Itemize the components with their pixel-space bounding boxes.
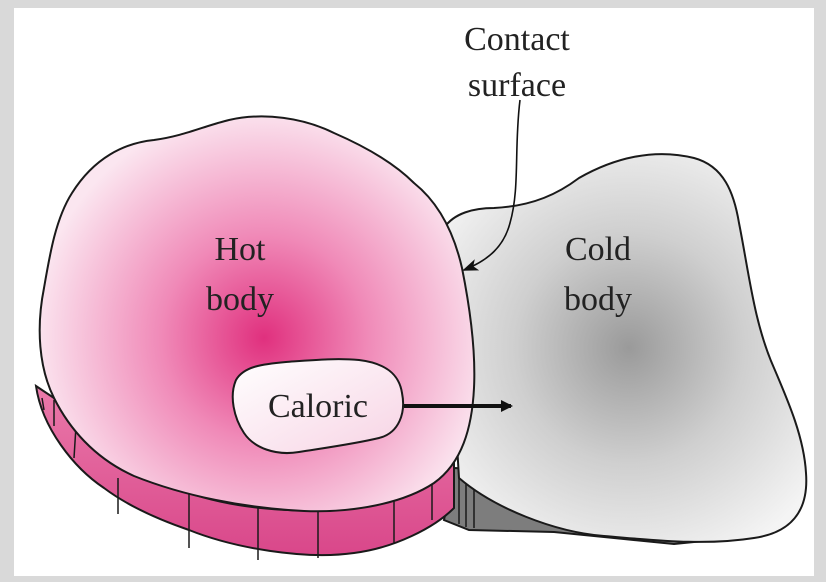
diagram-canvas: Contact surface Hot body Cold body Calor…: [14, 8, 814, 576]
cold-body-label-line2: body: [564, 281, 632, 318]
cold-body-label-line1: Cold: [565, 231, 631, 268]
cold-body-shape: [444, 154, 806, 542]
caloric-diagram: Contact surface Hot body Cold body Calor…: [14, 8, 814, 576]
contact-surface-label-line2: surface: [468, 67, 566, 104]
hot-body-label-line1: Hot: [215, 231, 267, 268]
caloric-label: Caloric: [268, 388, 368, 425]
hot-body-label-line2: body: [206, 281, 274, 318]
contact-surface-label-line1: Contact: [464, 21, 570, 58]
